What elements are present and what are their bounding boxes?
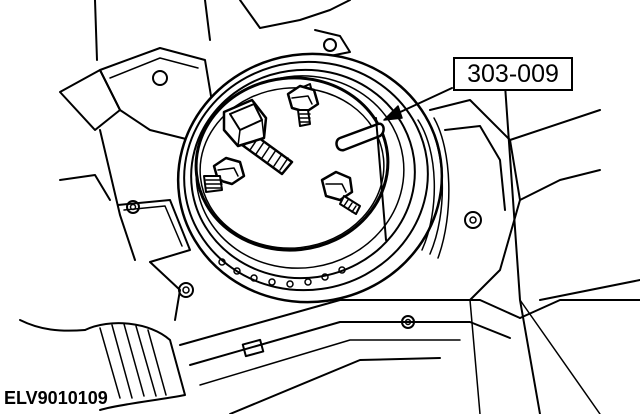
callout-leader-arrow bbox=[383, 87, 453, 121]
center-bolt bbox=[222, 98, 294, 176]
timing-marks bbox=[218, 258, 346, 288]
tool-bolt-right bbox=[320, 170, 361, 215]
tool-bolt-top bbox=[286, 83, 320, 127]
figure-id-label: ELV9010109 bbox=[4, 388, 108, 408]
engine-block-background bbox=[19, 0, 640, 414]
tool-number-callout: 303-009 bbox=[453, 57, 573, 91]
tool-bolt-left bbox=[203, 156, 246, 193]
